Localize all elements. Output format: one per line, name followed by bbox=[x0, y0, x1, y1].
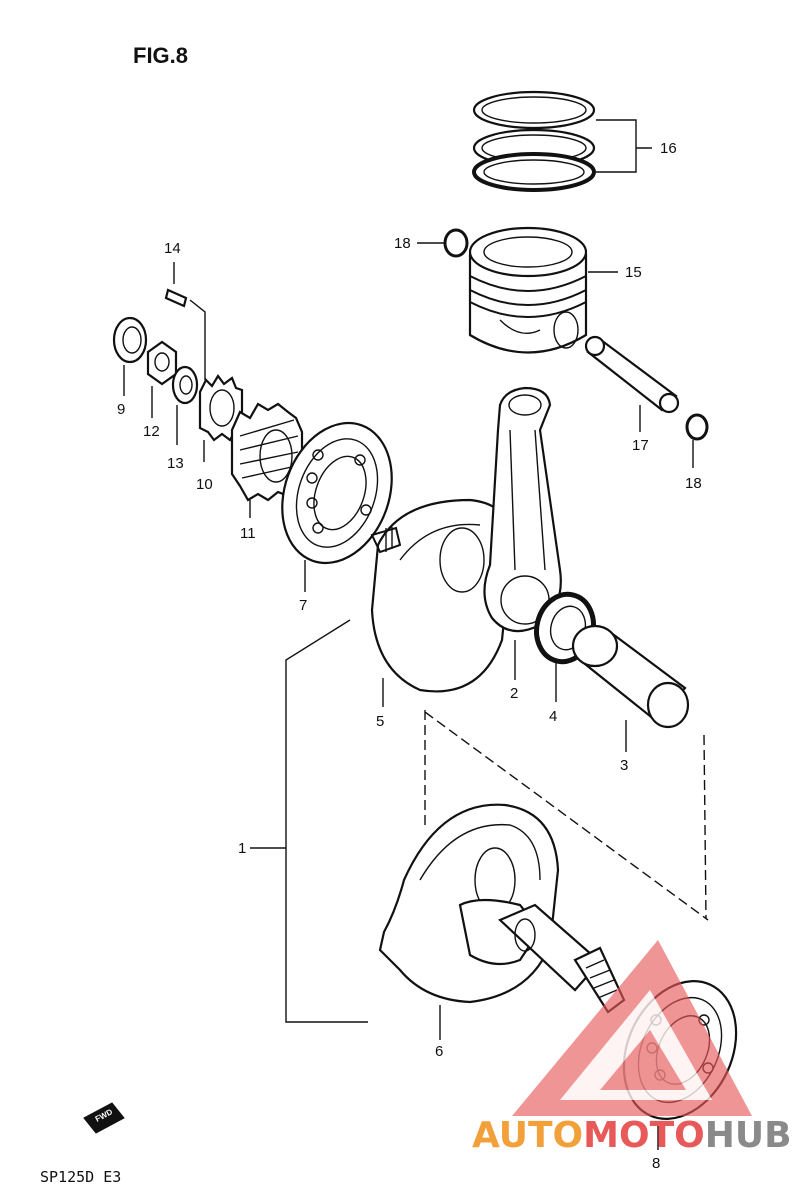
model-code: SP125D E3 bbox=[40, 1168, 121, 1186]
callout-10: 10 bbox=[196, 476, 213, 493]
callout-2: 2 bbox=[510, 685, 518, 702]
callout-3: 3 bbox=[620, 757, 628, 774]
callout-18-lower: 18 bbox=[685, 475, 702, 492]
crankshaft-right-half bbox=[378, 803, 626, 1014]
assembly-dashed-lines bbox=[424, 710, 709, 921]
nut bbox=[146, 340, 178, 386]
assembly-bracket bbox=[285, 619, 368, 1023]
woodruff-key bbox=[164, 288, 188, 308]
callout-9: 9 bbox=[117, 401, 125, 418]
piston-rings bbox=[472, 90, 596, 192]
callout-4: 4 bbox=[549, 708, 557, 725]
callout-12: 12 bbox=[143, 423, 160, 440]
callout-8: 8 bbox=[652, 1155, 660, 1172]
callout-6: 6 bbox=[435, 1043, 443, 1060]
callout-14: 14 bbox=[164, 240, 181, 257]
crankshaft-bearing-left bbox=[281, 421, 393, 565]
callout-16: 16 bbox=[660, 140, 677, 157]
oil-seal bbox=[112, 316, 148, 364]
callout-7: 7 bbox=[299, 597, 307, 614]
piston-pin-circlip-lower bbox=[685, 413, 709, 441]
washer bbox=[171, 365, 199, 405]
callout-18-upper: 18 bbox=[394, 235, 411, 252]
crankshaft-left-half bbox=[370, 498, 513, 693]
piston bbox=[468, 226, 588, 354]
callout-17: 17 bbox=[632, 437, 649, 454]
figure-title: FIG.8 bbox=[133, 43, 188, 68]
primary-drive-gear bbox=[198, 374, 244, 442]
connecting-rod bbox=[483, 386, 562, 633]
piston-pin-circlip-upper bbox=[443, 228, 469, 258]
callout-5: 5 bbox=[376, 713, 384, 730]
callout-13: 13 bbox=[167, 455, 184, 472]
callout-1: 1 bbox=[238, 840, 246, 857]
fwd-arrow-badge: FWD bbox=[83, 1102, 125, 1134]
piston-pin bbox=[584, 335, 680, 414]
callout-11: 11 bbox=[240, 525, 256, 542]
automotohub-watermark-logo bbox=[512, 940, 752, 1116]
watermark-text: AUTOMOTOHUB bbox=[472, 1115, 792, 1156]
crank-pin bbox=[571, 624, 690, 729]
callout-15: 15 bbox=[625, 264, 642, 281]
